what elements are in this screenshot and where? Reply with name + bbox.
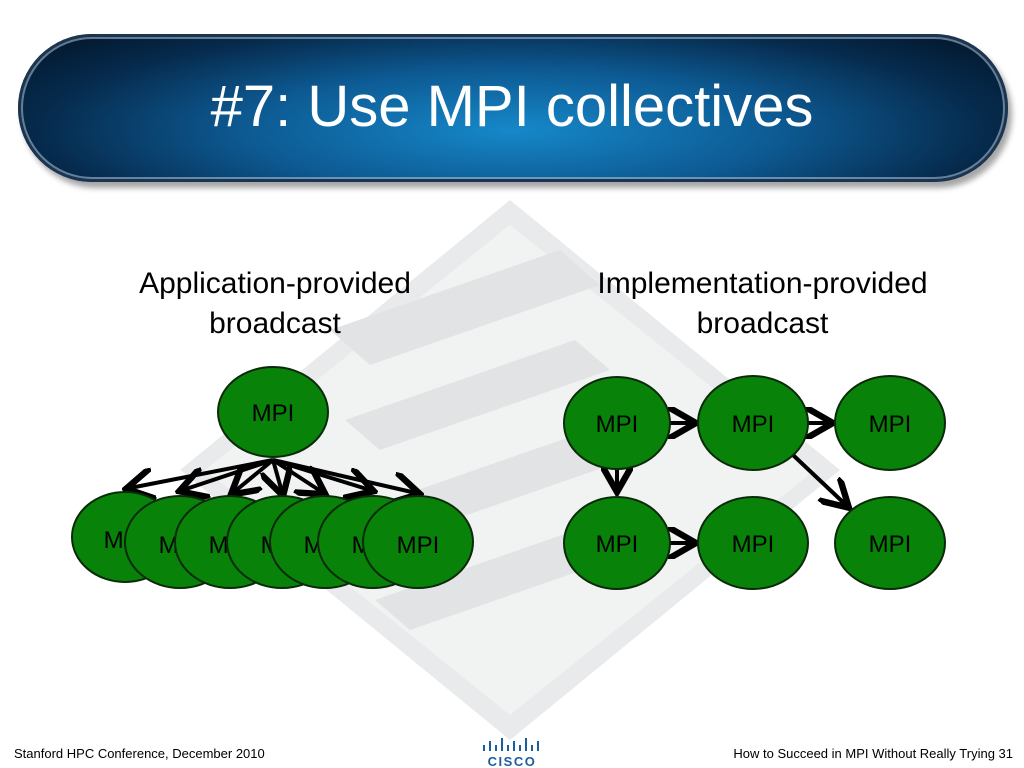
- right-tree-nodes: MPI MPI MPI MPI MPI MPI: [563, 375, 946, 590]
- node-label: MPI: [252, 400, 295, 427]
- left-leaf-node: MPI: [362, 495, 474, 589]
- cisco-logo: CISCO: [483, 738, 539, 768]
- right-node: MPI: [697, 375, 809, 471]
- slide-title: #7: Use MPI collectives: [210, 74, 814, 139]
- node-label: MPI: [732, 531, 775, 558]
- node-label: MPI: [869, 411, 912, 438]
- footer-conference: Stanford HPC Conference, December 2010: [14, 746, 265, 761]
- right-node: MPI: [563, 496, 671, 590]
- cisco-wordmark: CISCO: [488, 754, 537, 768]
- right-node: MPI: [697, 496, 809, 590]
- title-banner: [18, 34, 1008, 182]
- heading-implementation-broadcast: Implementation-provided broadcast: [597, 267, 928, 340]
- heading-application-broadcast: Application-provided broadcast: [139, 267, 411, 340]
- left-broadcast-arrows: [130, 458, 416, 493]
- node-label: MPI: [397, 532, 440, 559]
- right-node: MPI: [834, 496, 946, 590]
- left-root-node: MPI: [217, 366, 329, 458]
- arrow: [791, 453, 846, 505]
- arrow: [271, 458, 322, 492]
- arrow: [273, 459, 282, 492]
- node-label: MPI: [596, 531, 639, 558]
- right-node: MPI: [563, 376, 671, 470]
- node-label: MPI: [869, 531, 912, 558]
- node-label: MPI: [596, 411, 639, 438]
- node-label: MPI: [732, 411, 775, 438]
- right-node: MPI: [834, 375, 946, 471]
- left-leaf-nodes: MPI MPI MPI MPI MPI MPI MPI: [71, 491, 474, 589]
- footer-slide-info: How to Succeed in MPI Without Really Try…: [733, 746, 1013, 761]
- arrow: [272, 458, 416, 493]
- right-tree-arrows: [617, 423, 846, 543]
